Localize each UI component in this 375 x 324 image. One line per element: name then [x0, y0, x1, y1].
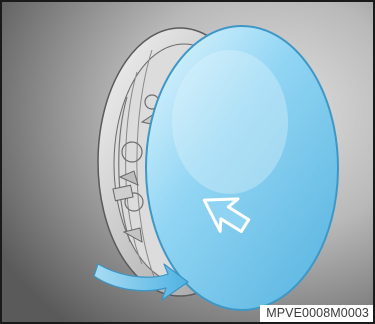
cover-removal-illustration: [2, 2, 373, 322]
blue-cover: [146, 26, 338, 310]
figure-code-label: MPVE0008M0003: [260, 305, 373, 322]
